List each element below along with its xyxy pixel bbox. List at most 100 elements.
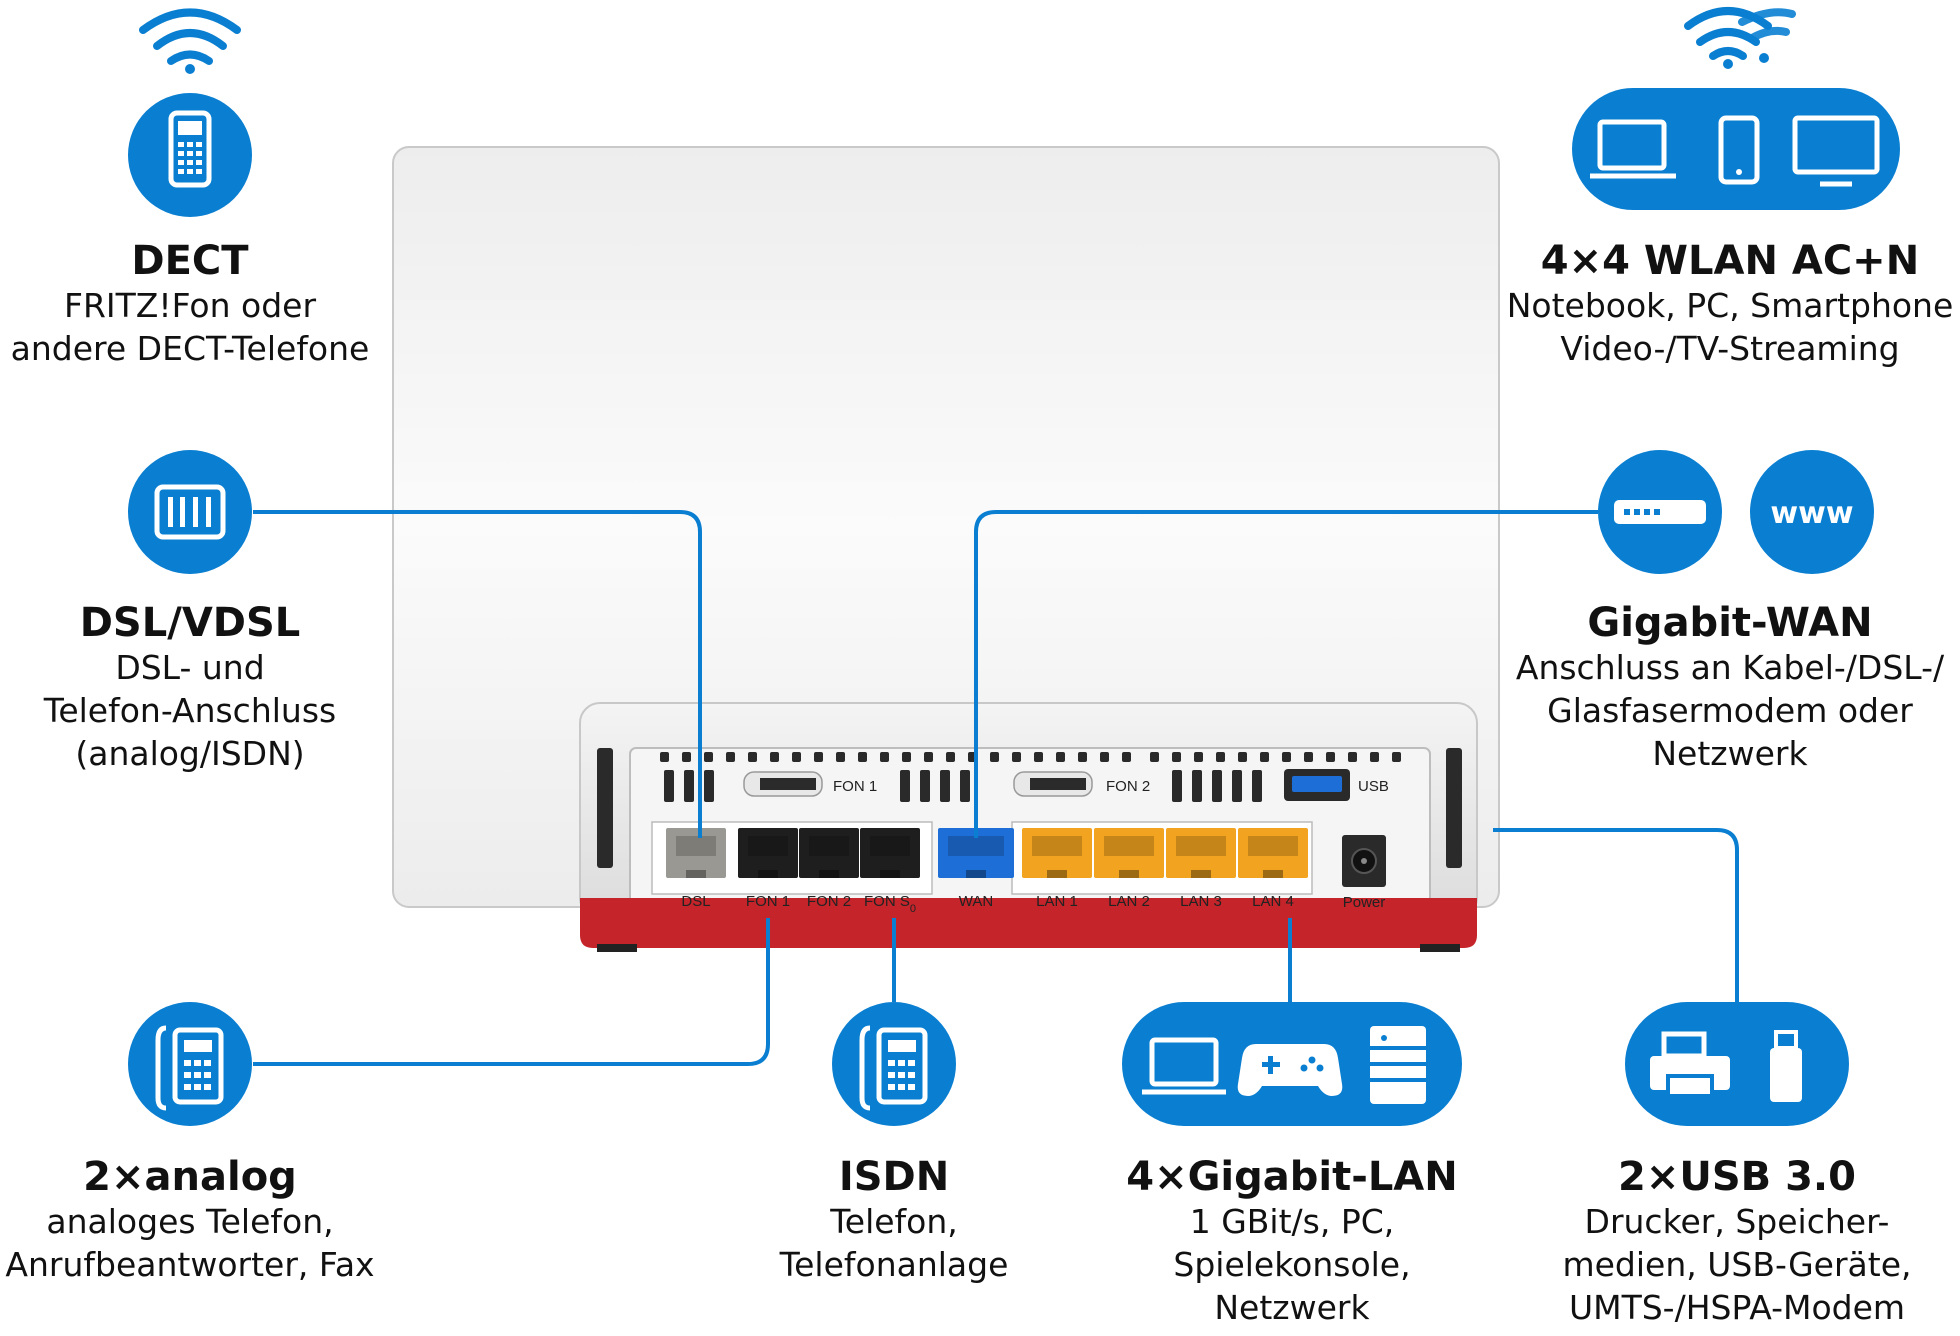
dect-line-2: andere DECT-Telefone: [10, 329, 370, 368]
top-vent-slot: [770, 752, 779, 762]
wan-line-3: Netzwerk: [1652, 734, 1808, 773]
port-label: FON 1: [746, 893, 790, 910]
vent-slot: [940, 770, 950, 802]
left-side-vent: [597, 748, 613, 868]
top-vent-slot: [1012, 752, 1021, 762]
gamepad-icon: [1237, 1044, 1343, 1096]
power-label: Power: [1343, 894, 1386, 911]
analog-text-block: 2×analog analoges Telefon, Anrufbeantwor…: [0, 1154, 380, 1286]
top-vent-slot: [946, 752, 955, 762]
lan-line-2: Spielekonsole,: [1173, 1245, 1411, 1284]
vent-slot: [900, 770, 910, 802]
monitor-icon: [1792, 115, 1880, 187]
smartphone-icon: [1718, 115, 1760, 185]
www-text: www: [1770, 496, 1853, 531]
usb-line-3: UMTS-/HSPA-Modem: [1568, 1288, 1906, 1327]
top-vent-slot: [704, 752, 713, 762]
top-vent-slot: [1194, 752, 1203, 762]
dsl-line-1: DSL- und: [115, 648, 265, 687]
port-socket[interactable]: [799, 828, 859, 878]
port-fon-s[interactable]: FON S0: [860, 828, 920, 915]
dect-line-1: FRITZ!Fon oder: [63, 286, 317, 325]
usb-text-block: 2×USB 3.0 Drucker, Speicher- medien, USB…: [1527, 1154, 1947, 1329]
top-vent-slot: [1150, 752, 1159, 762]
port-label: LAN 2: [1108, 893, 1150, 910]
port-dsl[interactable]: DSL: [666, 828, 726, 910]
modem-icon: [1598, 450, 1722, 574]
port-socket[interactable]: [938, 828, 1014, 878]
port-label: LAN 3: [1180, 893, 1222, 910]
port-lan-4[interactable]: LAN 4: [1238, 828, 1308, 910]
vent-row: [660, 752, 1401, 802]
desk-phone-icon: [128, 1002, 252, 1126]
top-vent-slot: [748, 752, 757, 762]
vent-slot: [1232, 770, 1242, 802]
isdn-text-block: ISDN Telefon, Telefonanlage: [719, 1154, 1069, 1286]
dsl-title: DSL/VDSL: [79, 600, 301, 646]
port-latch: [1191, 870, 1211, 878]
port-socket[interactable]: [860, 828, 920, 878]
port-socket[interactable]: [666, 828, 726, 878]
port-wan[interactable]: WAN: [938, 828, 1014, 910]
port-socket[interactable]: [1094, 828, 1164, 878]
top-vent-slot: [902, 752, 911, 762]
port-contacts: [809, 836, 849, 856]
wlan-line-1: Notebook, PC, Smartphone: [1506, 286, 1954, 325]
port-contacts: [870, 836, 910, 856]
usb-line-1: Drucker, Speicher-: [1584, 1202, 1890, 1241]
top-vent-slot: [1172, 752, 1181, 762]
vent-slot: [704, 770, 714, 802]
port-contacts: [748, 836, 788, 856]
top-vent-slot: [1122, 752, 1131, 762]
top-vent-slot: [1304, 752, 1313, 762]
port-lan-2[interactable]: LAN 2: [1094, 828, 1164, 910]
lan-line-3: Netzwerk: [1214, 1288, 1370, 1327]
port-fon-2[interactable]: FON 2: [799, 828, 859, 910]
fon2-top-label: FON 2: [1106, 778, 1150, 795]
port-socket[interactable]: [1238, 828, 1308, 878]
vent-slot: [960, 770, 970, 802]
right-side-vent: [1446, 748, 1462, 868]
port-fon-1[interactable]: FON 1: [738, 828, 798, 910]
vent-slot: [684, 770, 694, 802]
power-socket[interactable]: [1342, 835, 1386, 887]
laptop-icon: [1590, 119, 1676, 179]
port-socket[interactable]: [1022, 828, 1092, 878]
port-contacts: [1176, 836, 1226, 856]
top-vent-slot: [1392, 752, 1401, 762]
usb-title: 2×USB 3.0: [1618, 1154, 1856, 1200]
port-latch: [1263, 870, 1283, 878]
www-icon: www: [1750, 450, 1874, 574]
router-red-base: [580, 898, 1477, 948]
wan-line-2: Glasfasermodem oder: [1547, 691, 1913, 730]
usb-port[interactable]: [1284, 769, 1350, 801]
top-vent-slot: [836, 752, 845, 762]
top-vent-slot: [924, 752, 933, 762]
usb-devices-pill: [1625, 1002, 1849, 1126]
analog-connector-line: [253, 918, 770, 1066]
top-vent-slot: [1348, 752, 1357, 762]
isdn-title: ISDN: [838, 1154, 950, 1200]
port-latch: [819, 870, 839, 878]
port-contacts: [1032, 836, 1082, 856]
port-latch: [1119, 870, 1139, 878]
top-vent-slot: [858, 752, 867, 762]
port-latch: [1047, 870, 1067, 878]
top-vent-slot: [792, 752, 801, 762]
top-vent-slot: [682, 752, 691, 762]
dect-text-block: DECT FRITZ!Fon oder andere DECT-Telefone: [0, 238, 380, 370]
top-vent-slot: [814, 752, 823, 762]
port-lan-1[interactable]: LAN 1: [1022, 828, 1092, 910]
top-vent-slot: [1282, 752, 1291, 762]
top-vent-slot: [660, 752, 669, 762]
port-lan-3[interactable]: LAN 3: [1166, 828, 1236, 910]
analog-line-1: analoges Telefon,: [46, 1202, 334, 1241]
wlan-title: 4×4 WLAN AC+N: [1540, 238, 1920, 284]
port-latch: [966, 870, 986, 878]
port-contacts: [1104, 836, 1154, 856]
usb-top-label: USB: [1358, 778, 1389, 795]
port-socket[interactable]: [1166, 828, 1236, 878]
port-socket[interactable]: [738, 828, 798, 878]
router-foot-left: [597, 944, 637, 952]
